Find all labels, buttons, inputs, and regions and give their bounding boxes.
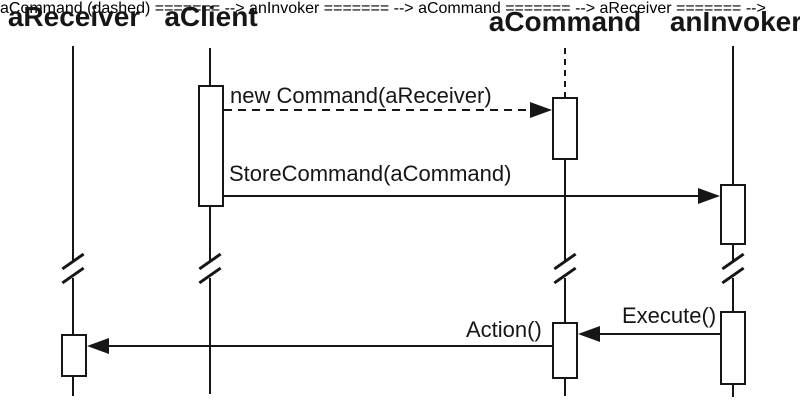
object-label-aninvoker: anInvoker [669,6,800,37]
activation-acommand-1 [552,97,578,160]
activation-aninvoker-2 [720,311,746,385]
activation-aclient [198,85,224,207]
lifeline-acommand-seg4 [564,379,566,396]
message-label-store-command: StoreCommand(aCommand) [229,161,512,186]
lifeline-acommand-seg3 [564,278,566,322]
message-label-execute: Execute() [622,303,717,328]
lifeline-aclient-seg3 [209,278,211,394]
object-label-acommand: aCommand [488,6,642,37]
activation-acommand-2 [552,322,578,379]
lifeline-aninvoker-seg1 [732,46,734,184]
lifeline-aclient-seg1 [209,48,211,85]
lifeline-areceiver-seg3 [72,377,74,396]
lifeline-acommand-dashed-seg [564,48,566,97]
object-label-areceiver: aReceiver [7,1,141,32]
lifeline-aclient-seg2 [209,207,211,262]
lifeline-areceiver-seg2 [72,278,74,334]
activation-aninvoker-1 [720,184,746,245]
lifeline-aninvoker-seg4 [732,385,734,397]
arrowhead-action [87,338,109,354]
arrowhead-execute [578,326,600,342]
object-label-aclient: aClient [164,1,258,32]
message-line-new-command [224,109,534,111]
lifeline-aninvoker-seg2 [732,245,734,262]
message-label-action: Action() [466,317,542,342]
arrowhead-store-command [698,188,720,204]
message-line-store-command [224,195,700,197]
message-label-new-command: new Command(aReceiver) [230,83,492,108]
lifeline-aninvoker-seg3 [732,278,734,311]
lifeline-areceiver-seg1 [72,46,74,262]
message-line-action [107,345,552,347]
message-line-execute [598,333,720,335]
lifeline-acommand-seg2 [564,160,566,262]
arrowhead-new-command [530,102,552,118]
activation-areceiver [61,334,87,377]
